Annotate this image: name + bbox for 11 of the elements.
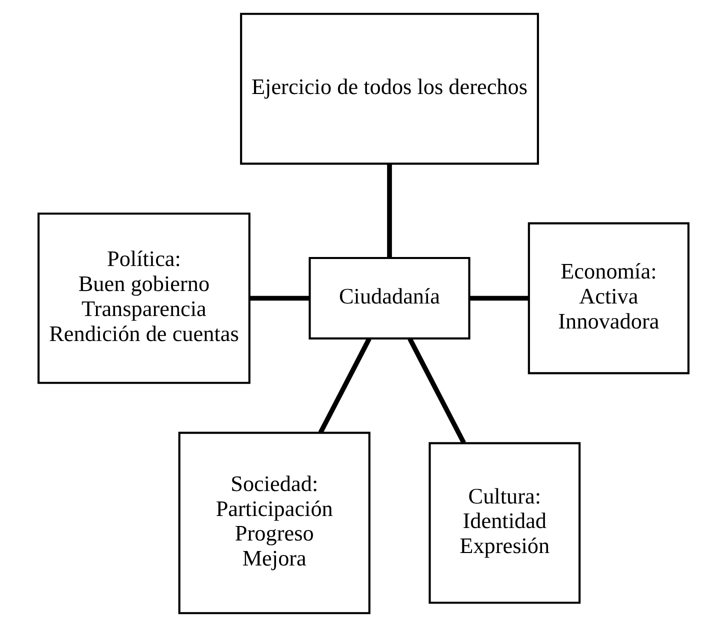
node-box: Economía: Activa Innovadora	[527, 222, 689, 374]
node-box: Ejercicio de todos los derechos	[240, 12, 538, 165]
node-box: Sociedad: Participación Progreso Mejora	[178, 432, 370, 614]
connector	[386, 164, 392, 258]
node-box: Ciudadanía	[308, 256, 470, 340]
node-box: Cultura: Identidad Expresión	[428, 442, 580, 604]
connector	[469, 296, 528, 301]
node-box: Política: Buen gobierno Transparencia Rendición de cuentas	[37, 212, 250, 384]
connector	[318, 338, 371, 434]
connector	[248, 296, 310, 301]
connector	[407, 338, 466, 444]
